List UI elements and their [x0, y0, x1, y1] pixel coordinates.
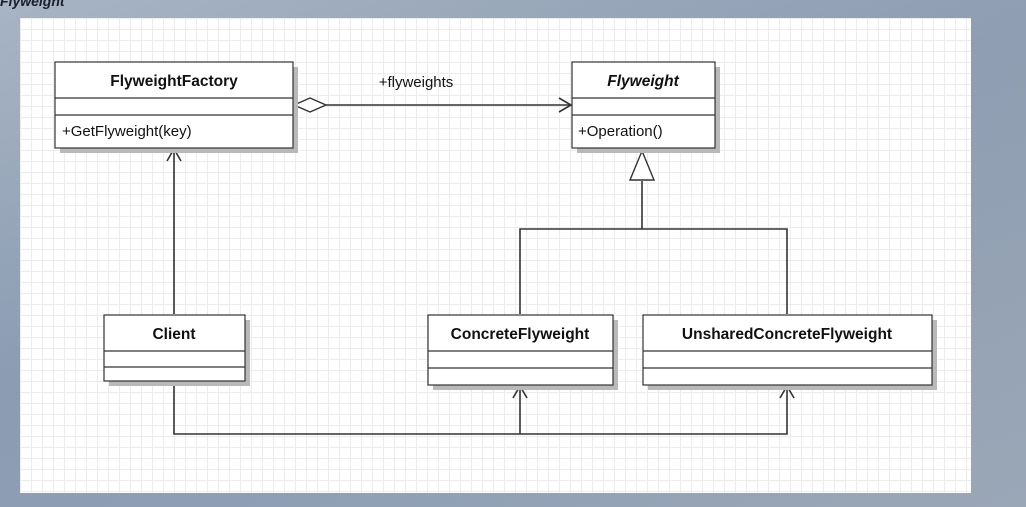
class-name: ConcreteFlyweight	[451, 326, 590, 343]
class-box	[54, 61, 294, 149]
class-method: +Operation()	[578, 123, 663, 140]
aggregation-diamond-icon	[292, 97, 328, 113]
class-concrete-flyweight[interactable]: ConcreteFlyweight	[427, 314, 618, 390]
client-unshared-line	[173, 380, 788, 435]
generalization-triangle-icon	[628, 149, 656, 181]
aggregation-arrowhead-icon	[558, 97, 573, 113]
class-flyweight[interactable]: Flyweight +Operation()	[571, 61, 720, 153]
generalization-branch	[519, 228, 788, 314]
uml-class-diagram: +flyweights	[54, 61, 937, 435]
class-box	[427, 314, 614, 386]
class-name: UnsharedConcreteFlyweight	[682, 326, 892, 343]
aggregation-label: +flyweights	[379, 74, 454, 91]
class-box	[642, 314, 933, 386]
class-method: +GetFlyweight(key)	[62, 123, 192, 140]
class-name: FlyweightFactory	[110, 73, 238, 90]
class-name: Flyweight	[607, 73, 679, 90]
class-box	[103, 314, 246, 382]
class-box	[571, 61, 716, 149]
class-unshared-concrete-flyweight[interactable]: UnsharedConcreteFlyweight	[642, 314, 937, 390]
class-name: Client	[152, 326, 195, 343]
class-flyweight-factory[interactable]: FlyweightFactory +GetFlyweight(key)	[54, 61, 298, 153]
generalization-edge	[519, 149, 788, 314]
header-fragment: Flyweight	[0, 0, 65, 9]
diagram-canvas: +flyweights	[20, 18, 971, 493]
client-factory-association	[166, 147, 182, 314]
aggregation-edge: +flyweights	[292, 74, 573, 113]
class-client[interactable]: Client	[103, 314, 250, 386]
